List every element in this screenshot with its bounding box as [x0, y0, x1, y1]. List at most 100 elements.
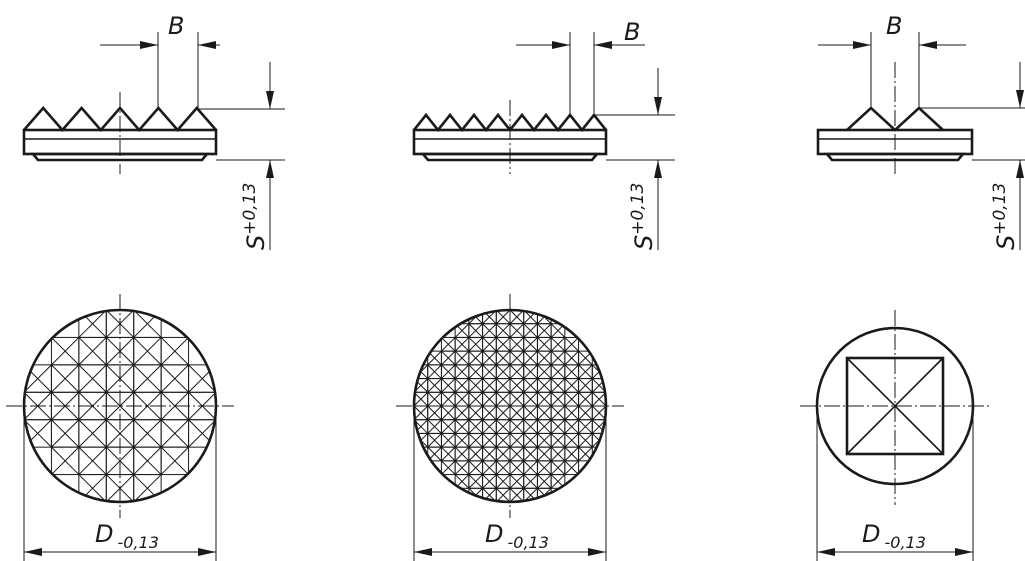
b-label: B	[168, 12, 184, 40]
grid-cell	[495, 460, 511, 476]
grid-cell	[578, 419, 593, 434]
grid-cell	[482, 323, 497, 338]
svg-text:D-0,13: D-0,13	[485, 520, 549, 552]
grid-cell	[550, 378, 566, 393]
grid-cell	[440, 405, 456, 421]
grid-cell	[78, 446, 107, 476]
grid-cell	[550, 446, 566, 462]
grid-cell	[495, 432, 511, 448]
grid-cell	[482, 378, 497, 393]
grid-cell	[523, 323, 538, 338]
top-view	[6, 294, 234, 518]
grid-cell	[509, 446, 525, 462]
grid-cell	[440, 432, 456, 448]
grid-cell	[495, 336, 511, 352]
side-profile	[816, 62, 974, 174]
grid-cell	[550, 350, 566, 366]
grid-cell	[133, 419, 162, 448]
grid-cell	[523, 350, 538, 366]
grid-cell	[509, 391, 525, 407]
grid-cell	[454, 364, 470, 380]
grid-cell	[495, 474, 511, 489]
s-dimension: S+0,13	[198, 62, 285, 250]
s-label: S	[992, 235, 1020, 250]
grid-cell	[468, 336, 484, 352]
d-dimension: D-0,13	[413, 410, 607, 561]
grid-cell	[550, 364, 566, 380]
grid-cell	[440, 446, 456, 462]
svg-text:S+0,13: S+0,13	[990, 183, 1020, 250]
grid-cell	[440, 350, 456, 366]
grid-cell	[536, 460, 552, 476]
grid-cell	[160, 364, 190, 393]
grid-cell	[427, 378, 442, 393]
b-dimension: B	[516, 18, 645, 115]
grid-cell	[50, 336, 80, 366]
grid-cell	[509, 487, 525, 502]
grid-cell	[468, 323, 484, 338]
grid-cell	[468, 378, 484, 393]
grid-cell	[468, 419, 484, 434]
grid-cell	[454, 432, 470, 448]
grid-cell	[440, 378, 456, 393]
grid-cell	[495, 364, 511, 380]
grid-cell	[468, 446, 484, 462]
grid-cell	[468, 364, 484, 380]
grid-cell	[427, 432, 442, 448]
grid-cell	[509, 378, 525, 393]
d-label: D	[862, 520, 880, 548]
grid-cell	[564, 432, 580, 448]
grid-cell	[509, 310, 525, 325]
view-single-pyramid: B S+0,13 D-0,13	[800, 12, 1025, 561]
grid-cell	[78, 419, 107, 448]
s-tolerance: +0,13	[240, 183, 260, 235]
s-dimension: S+0,13	[594, 68, 675, 250]
top-view	[800, 310, 990, 505]
grid-cell	[482, 405, 497, 421]
grid-cell	[495, 378, 511, 393]
grid-cell	[427, 391, 442, 407]
grid-cell	[564, 460, 580, 476]
grid-cell	[509, 336, 525, 352]
grid-cell	[550, 336, 566, 352]
svg-text:D-0,13: D-0,13	[95, 520, 159, 552]
grid-cell	[509, 350, 525, 366]
grid-cell	[454, 336, 470, 352]
grid-cell	[564, 378, 580, 393]
grid-cell	[482, 419, 497, 434]
grid-cell	[468, 432, 484, 448]
grid-cell	[495, 310, 511, 325]
grid-cell	[50, 446, 80, 476]
grid-cell	[536, 474, 552, 489]
grid-cell	[454, 378, 470, 393]
grid-cell	[454, 446, 470, 462]
grid-cell	[578, 391, 593, 407]
grid-cell	[482, 391, 497, 407]
grid-cell	[133, 336, 162, 366]
grid-cell	[591, 391, 606, 407]
grid-cell	[509, 432, 525, 448]
s-tolerance: +0,13	[628, 183, 648, 235]
grid-cell	[536, 432, 552, 448]
grid-cell	[495, 350, 511, 366]
base-chamfer	[824, 152, 966, 162]
grid-cell	[440, 391, 456, 407]
grid-cell	[482, 460, 497, 476]
grid-cell	[495, 487, 511, 502]
grid-cell	[495, 391, 511, 407]
view-coarse-serration: B S+0,13 D-0,13	[6, 12, 285, 561]
d-label: D	[95, 520, 113, 548]
top-view	[396, 294, 624, 518]
grid-cell	[454, 419, 470, 434]
grid-cell	[454, 391, 470, 407]
grid-cell	[523, 474, 538, 489]
d-label: D	[485, 520, 503, 548]
grid-cell	[578, 432, 593, 448]
b-dimension: B	[818, 12, 966, 108]
side-profile	[22, 92, 218, 174]
grid-cell	[482, 432, 497, 448]
grid-cell	[482, 350, 497, 366]
grid-cell	[536, 323, 552, 338]
grid-cell	[414, 391, 429, 407]
grid-cell	[454, 460, 470, 476]
